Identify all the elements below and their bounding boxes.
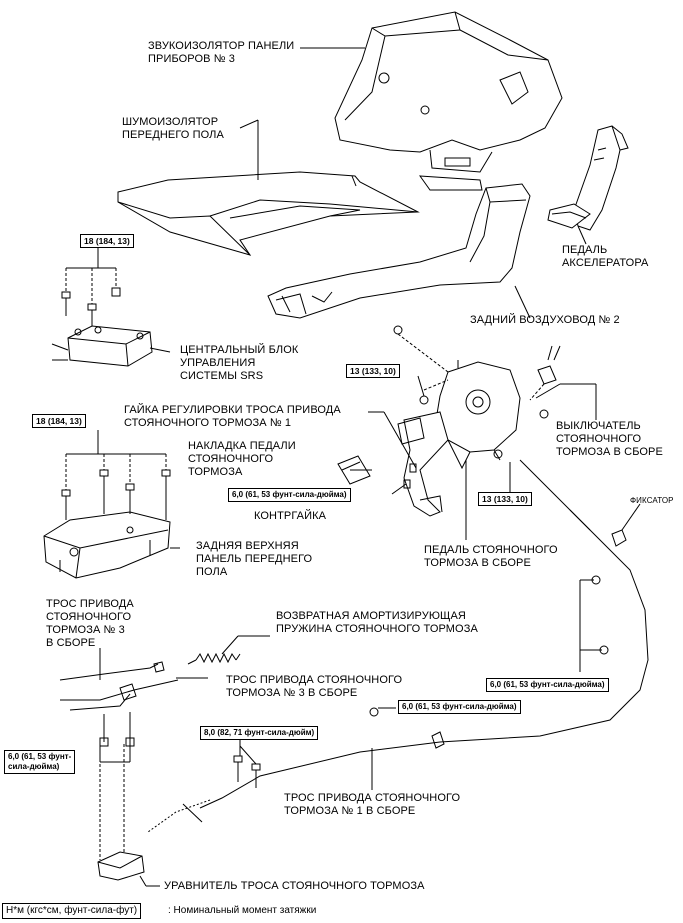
- label-sound-insulator: ЗВУКОИЗОЛЯТОР ПАНЕЛИ ПРИБОРОВ № 3: [148, 40, 295, 65]
- label-lock-nut: КОНТРГАЙКА: [254, 510, 327, 522]
- cable1-part: [147, 459, 649, 833]
- label-clip: ФИКСАТОР: [630, 496, 674, 505]
- torque-box-cable-left: 6,0 (61, 53 фунт- сила-дюйма): [4, 750, 76, 774]
- label-equalizer: УРАВНИТЕЛЬ ТРОСА СТОЯНОЧНОГО ТОРМОЗА: [164, 880, 425, 892]
- label-accelerator-pedal: ПЕДАЛЬ АКСЕЛЕРАТОРА: [562, 244, 649, 269]
- clip-part: [611, 503, 641, 547]
- label-noise-insulator: ШУМОИЗОЛЯТОР ПЕРЕДНЕГО ПОЛА: [122, 116, 224, 141]
- label-cable3-left: ТРОС ПРИВОДА СТОЯНОЧНОГО ТОРМОЗА № 3 В С…: [46, 598, 134, 649]
- torque-box-panel: 18 (184, 13): [32, 414, 86, 428]
- torque-box-cable-mid: 6,0 (61, 53 фунт-сила-дюйма): [398, 700, 521, 714]
- rear-duct-part: [267, 183, 531, 319]
- label-return-spring: ВОЗВРАТНАЯ АМОРТИЗИРУЮЩАЯ ПРУЖИНА СТОЯНО…: [276, 610, 478, 635]
- label-rear-upper-panel: ЗАДНЯЯ ВЕРХНЯЯ ПАНЕЛЬ ПЕРЕДНЕГО ПОЛА: [196, 540, 313, 578]
- legend-meaning: : Номинальный момент затяжки: [168, 905, 317, 916]
- switch-part: [529, 345, 561, 401]
- label-rear-duct: ЗАДНИЙ ВОЗДУХОВОД № 2: [470, 314, 620, 326]
- cable3-part: [59, 648, 179, 747]
- noise-insulator-part: [117, 171, 420, 256]
- return-spring-part: [187, 652, 241, 665]
- torque-box-srs: 18 (184, 13): [80, 234, 134, 248]
- label-adjust-nut: ГАЙКА РЕГУЛИРОВКИ ТРОСА ПРИВОДА СТОЯНОЧН…: [124, 404, 341, 429]
- torque-box-8nm: 8,0 (82, 71 фунт-сила-дюйм): [200, 726, 319, 740]
- torque-box-pedal-top: 13 (133, 10): [346, 364, 400, 378]
- torque-box-cable-right: 6,0 (61, 53 фунт-сила-дюйма): [486, 678, 609, 692]
- label-pedal-pad: НАКЛАДКА ПЕДАЛИ СТОЯНОЧНОГО ТОРМОЗА: [188, 440, 296, 478]
- label-brake-pedal: ПЕДАЛЬ СТОЯНОЧНОГО ТОРМОЗА В СБОРЕ: [424, 544, 558, 569]
- bolts-8nm: [233, 755, 261, 788]
- rear-upper-panel-part: [43, 430, 171, 579]
- torque-box-lock-nut: 6,0 (61, 53 фунт-сила-дюйма): [228, 488, 351, 502]
- label-cable3-right: ТРОС ПРИВОДА СТОЯНОЧНОГО ТОРМОЗА № 3 В С…: [226, 674, 403, 699]
- srs-unit-part: [51, 246, 153, 367]
- torque-box-pedal-bottom: 13 (133, 10): [478, 492, 532, 506]
- legend-unit-box: Н*м (кгс*см, фунт-сила-фут): [2, 903, 142, 919]
- label-switch: ВЫКЛЮЧАТЕЛЬ СТОЯНОЧНОГО ТОРМОЗА В СБОРЕ: [556, 420, 663, 458]
- parking-brake-pedal-part: [393, 325, 549, 517]
- leader-lines: [99, 47, 602, 887]
- accelerator-pedal-part: [547, 125, 629, 231]
- label-cable1: ТРОС ПРИВОДА СТОЯНОЧНОГО ТОРМОЗА № 1 В С…: [284, 792, 461, 817]
- sound-insulator-part: [334, 11, 563, 191]
- label-srs-unit: ЦЕНТРАЛЬНЫЙ БЛОК УПРАВЛЕНИЯ СИСТЕМЫ SRS: [180, 344, 299, 382]
- equalizer-part: [97, 744, 145, 881]
